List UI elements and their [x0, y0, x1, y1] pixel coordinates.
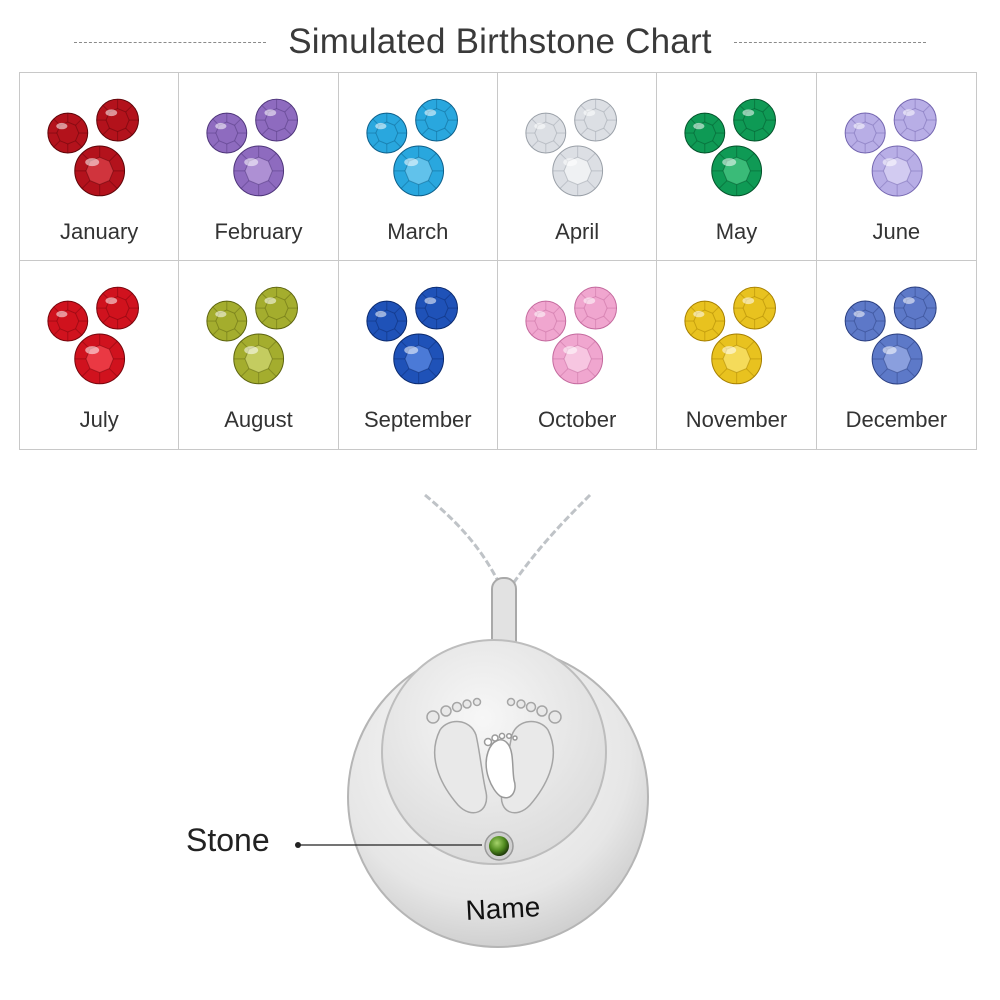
- gem: [74, 333, 126, 385]
- month-label: October: [538, 407, 617, 432]
- month-label: January: [60, 219, 139, 244]
- gem: [392, 145, 444, 197]
- gem: [96, 286, 139, 330]
- pendant-necklace-image: Name: [295, 493, 649, 948]
- gemstone-cluster: [206, 98, 299, 197]
- gem: [206, 300, 248, 342]
- gem: [574, 286, 617, 330]
- gem: [893, 286, 937, 330]
- gem: [552, 333, 604, 385]
- gemstone-cluster: [525, 98, 617, 197]
- month-cell-september: September: [339, 261, 498, 449]
- month-label: November: [685, 407, 788, 432]
- month-cell-may: May: [657, 73, 817, 261]
- gemstone-cluster: [366, 98, 458, 197]
- month-cell-december: December: [817, 261, 976, 449]
- month-cell-june: June: [816, 73, 976, 261]
- name-engraving: Name: [465, 891, 541, 926]
- necklace-chain: [424, 493, 592, 586]
- gem: [47, 112, 89, 154]
- month-cell-august: August: [179, 261, 339, 449]
- month-label: March: [387, 219, 449, 244]
- gem: [574, 98, 617, 142]
- month-label: April: [555, 219, 600, 244]
- gem: [255, 98, 299, 142]
- gem: [711, 145, 763, 197]
- month-cell-april: April: [497, 73, 658, 261]
- month-label: February: [214, 219, 303, 244]
- baby-footprint-cutout: [483, 732, 518, 799]
- gem: [684, 300, 726, 342]
- gemstone-cluster: [206, 286, 299, 385]
- gem: [255, 286, 299, 330]
- gem: [206, 112, 248, 154]
- month-cell-november: November: [657, 261, 817, 449]
- month-label: June: [872, 219, 921, 244]
- gem: [366, 300, 407, 342]
- gemstone-cluster: [47, 286, 139, 385]
- gem: [525, 300, 567, 342]
- month-label: December: [845, 407, 948, 432]
- month-label: July: [79, 407, 119, 432]
- birthstone-setting: [489, 836, 509, 856]
- gem: [233, 145, 285, 197]
- month-cell-july: July: [20, 261, 180, 449]
- month-label: May: [715, 219, 758, 244]
- gem: [711, 333, 763, 385]
- gemstone-cluster: [684, 286, 777, 385]
- gemstone-cluster: [366, 286, 458, 385]
- gem: [844, 112, 886, 154]
- month-label: August: [224, 407, 293, 432]
- gem: [74, 145, 126, 197]
- chart-header: Simulated Birthstone Chart: [0, 14, 1000, 70]
- gem: [525, 112, 567, 154]
- gem: [414, 286, 458, 330]
- gem: [392, 333, 444, 385]
- month-cell-october: October: [498, 261, 658, 449]
- month-cell-january: January: [20, 73, 180, 261]
- stone-label: Stone: [186, 822, 270, 858]
- gemstone-cluster: [844, 286, 937, 385]
- gemstone-cluster: [844, 98, 937, 197]
- page-title: Simulated Birthstone Chart: [288, 22, 712, 61]
- gem: [733, 98, 777, 142]
- gem: [96, 98, 139, 142]
- gemstone-cluster: [525, 286, 617, 385]
- gem: [47, 300, 89, 342]
- gem: [552, 145, 604, 197]
- left-dashed-divider: [74, 41, 267, 43]
- stone-pointer-dot: [295, 842, 301, 848]
- gem: [233, 333, 285, 385]
- gem: [844, 300, 886, 342]
- month-label: September: [364, 407, 472, 432]
- gem: [366, 112, 407, 154]
- right-dashed-divider: [733, 41, 926, 43]
- gem: [684, 112, 726, 154]
- month-cell-february: February: [179, 73, 339, 261]
- gem: [893, 98, 937, 142]
- month-cell-march: March: [338, 73, 498, 261]
- gem: [733, 286, 777, 330]
- gem: [871, 333, 923, 385]
- gemstone-cluster: [47, 98, 139, 197]
- gem: [414, 98, 458, 142]
- gem: [871, 145, 923, 197]
- gemstone-cluster: [684, 98, 777, 197]
